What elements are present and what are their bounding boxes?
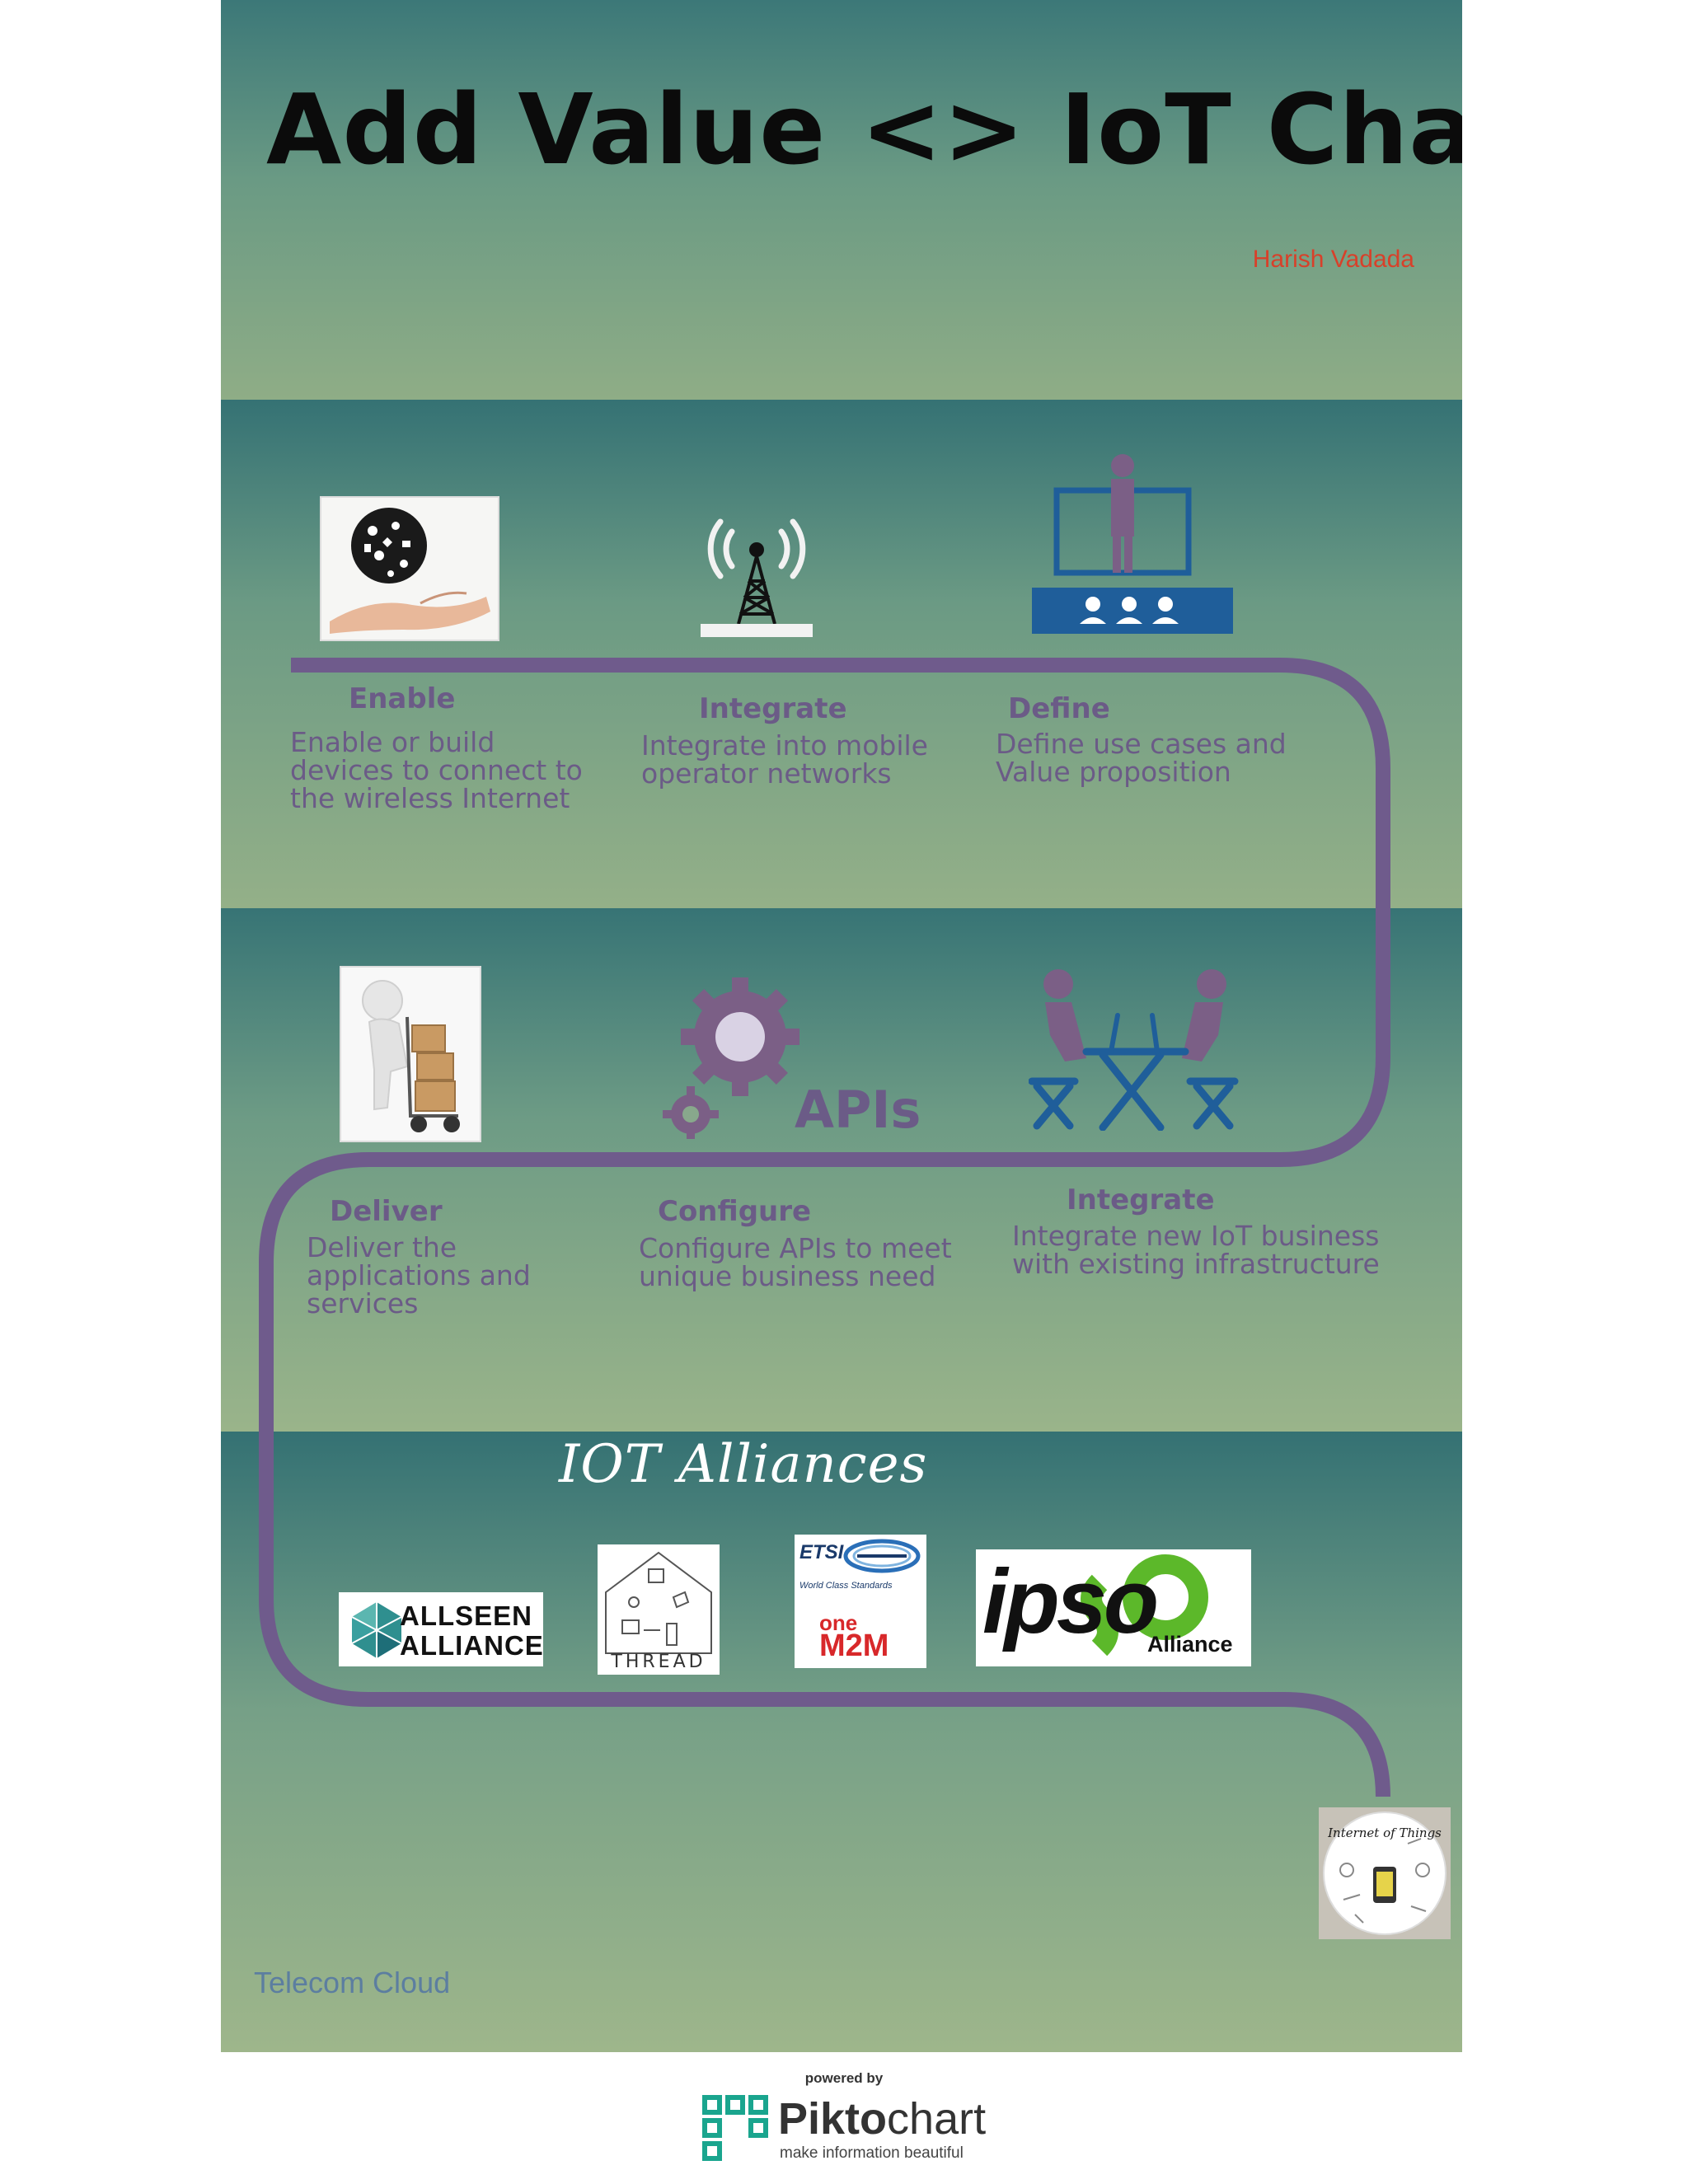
ipso-alliance-logo: ipso Alliance — [976, 1549, 1251, 1666]
infographic-board: Add Value <> IoT Chain Harish Vadada — [221, 0, 1462, 2052]
business-meeting-icon — [1028, 966, 1239, 1132]
step-integrate-infra-description: Integrate new IoT business with existing… — [1012, 1220, 1380, 1280]
telecom-cloud-label: Telecom Cloud — [254, 1966, 451, 1999]
internet-of-things-text: Internet of Things — [1328, 1825, 1442, 1840]
etsi-wordmark: ETSI — [799, 1541, 844, 1563]
onem2m-m2m: M2M — [819, 1629, 889, 1663]
piktochart-logo-icon — [702, 2095, 768, 2161]
author-name: Harish Vadada — [1252, 246, 1414, 273]
etsi-tagline: World Class Standards — [799, 1581, 893, 1591]
step-integrate-title: Integrate — [699, 692, 847, 725]
etsi-onem2m-logo: ETSI World Class Standards one M2M — [795, 1535, 926, 1668]
powered-by-label: powered by — [804, 2070, 884, 2086]
allseen-line2: ALLIANCE — [400, 1630, 543, 1661]
step-define-title: Define — [1008, 692, 1110, 725]
steps-section-1 — [221, 400, 1462, 908]
delivery-person-icon — [340, 966, 481, 1142]
allseen-line1: ALLSEEN — [400, 1601, 533, 1631]
step-integrate-description: Integrate into mobile operator networks — [641, 729, 928, 790]
ipso-wordmark: ipso — [982, 1551, 1159, 1652]
piktochart-brand-bold: Pikto — [778, 2094, 888, 2144]
alliances-title: IOT Alliances — [559, 1434, 928, 1495]
hand-holding-icons-icon — [320, 496, 499, 641]
step-enable-description: Enable or build devices to connect to th… — [290, 726, 583, 814]
step-configure-title: Configure — [658, 1195, 812, 1228]
header-section — [221, 0, 1462, 400]
step-deliver-title: Deliver — [330, 1195, 443, 1228]
step-integrate-infra-title: Integrate — [1067, 1183, 1215, 1216]
piktochart-brand-rest: chart — [887, 2094, 987, 2144]
radio-tower-icon — [699, 515, 814, 639]
page-title: Add Value <> IoT Chain — [266, 73, 1462, 186]
gears-icon — [663, 974, 803, 1142]
thread-wordmark: THREAD — [611, 1652, 706, 1672]
ipso-alliance-text: Alliance — [1147, 1632, 1233, 1657]
chain-path — [259, 658, 1390, 1797]
step-configure-description: Configure APIs to meet unique business n… — [639, 1232, 952, 1292]
piktochart-wordmark: Piktochart — [778, 2093, 986, 2144]
onem2m-one: one — [819, 1610, 858, 1635]
step-deliver-description: Deliver the applications and services — [307, 1231, 531, 1319]
piktochart-tagline: make information beautiful — [780, 2144, 964, 2162]
piktochart-credit[interactable]: Piktochart make information beautiful — [702, 2093, 999, 2162]
apis-label: APIs — [795, 1080, 921, 1140]
thread-logo: THREAD — [598, 1544, 720, 1675]
presenter-audience-icon — [1032, 449, 1233, 635]
allseen-alliance-logo: ALLSEEN ALLIANCE — [339, 1592, 543, 1666]
step-define-description: Define use cases and Value proposition — [996, 728, 1287, 788]
internet-of-things-badge: Internet of Things — [1319, 1807, 1451, 1939]
step-enable-title: Enable — [349, 682, 456, 715]
